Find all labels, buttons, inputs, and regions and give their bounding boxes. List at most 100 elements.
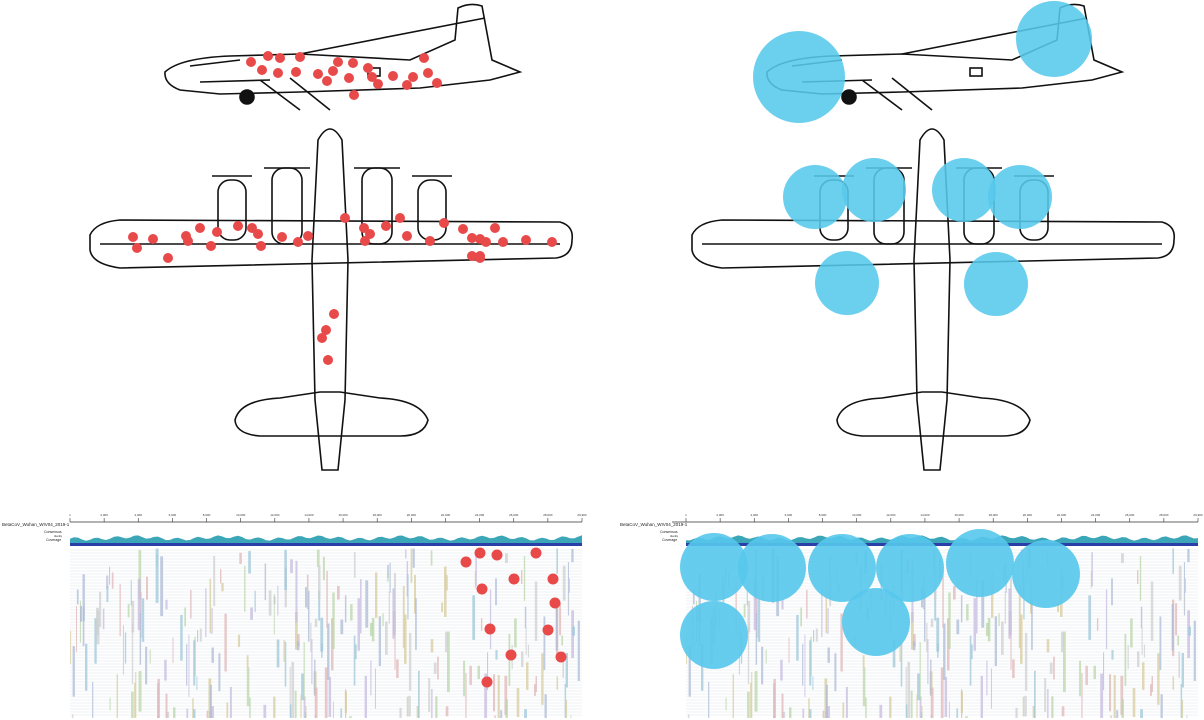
- read-stripe: [692, 589, 695, 605]
- read-stripe: [106, 575, 109, 589]
- read-stripe: [226, 702, 229, 718]
- ruler-tick-label: 1: [685, 513, 687, 517]
- read-stripe: [322, 556, 325, 581]
- armor-circle: [842, 588, 910, 656]
- read-stripe: [412, 548, 415, 568]
- read-stripe: [800, 607, 802, 627]
- hit-dot: [246, 57, 256, 67]
- read-stripe: [936, 617, 940, 652]
- ruler-tick-label: 2,000: [716, 513, 724, 517]
- read-stripe: [310, 622, 312, 652]
- ruler-tick-label: 18,000: [989, 513, 999, 517]
- read-stripe: [570, 715, 572, 718]
- coverage-label: Coverage: [46, 538, 61, 542]
- read-stripe: [1088, 595, 1092, 640]
- read-stripe: [1081, 673, 1083, 718]
- read-stripe: [70, 630, 72, 664]
- read-stripe: [489, 589, 492, 650]
- read-stripe: [788, 637, 790, 663]
- hit-dot: [328, 66, 338, 76]
- read-stripe: [186, 708, 189, 718]
- ruler-tick-label: 10,000: [852, 513, 862, 517]
- read-stripe: [301, 673, 304, 701]
- read-stripe: [1141, 627, 1143, 656]
- armor-circles: [680, 529, 1080, 669]
- read-stripe: [433, 662, 437, 674]
- read-stripe: [314, 618, 318, 627]
- read-stripe: [1010, 615, 1012, 670]
- read-stripe: [1100, 673, 1104, 718]
- read-stripe: [1079, 660, 1082, 697]
- armor-circle: [842, 158, 906, 222]
- ruler-tick-label: 2,000: [100, 513, 108, 517]
- read-stripe: [821, 588, 823, 638]
- read-stripe: [781, 599, 784, 610]
- read-stripe: [1015, 707, 1018, 718]
- read-stripe: [146, 576, 148, 600]
- read-stripe: [1177, 635, 1180, 646]
- read-stripe: [1140, 606, 1143, 629]
- read-stripe: [1186, 715, 1188, 718]
- armor-circle: [1012, 540, 1080, 608]
- read-stripe: [71, 714, 74, 718]
- ruler-tick-label: 6,000: [169, 513, 177, 517]
- read-stripe: [1150, 581, 1154, 641]
- hit-dot: [498, 237, 508, 247]
- armor-circle: [680, 533, 748, 601]
- read-stripe: [1001, 621, 1004, 655]
- read-stripe: [1178, 651, 1181, 678]
- read-stripe: [556, 676, 559, 690]
- read-stripe: [135, 671, 137, 718]
- read-stripe: [1143, 644, 1146, 658]
- hit-dot: [373, 79, 383, 89]
- sequence-name: BetaCoV_Wuhan_WIV04_2019-1: [620, 522, 688, 527]
- hit-dot: [317, 333, 327, 343]
- armor-circle: [946, 529, 1014, 597]
- read-stripe: [295, 560, 298, 623]
- hit-dot: [323, 355, 333, 365]
- ruler-tick-label: 14,000: [304, 513, 314, 517]
- hit-dot: [408, 72, 418, 82]
- read-stripe: [165, 599, 168, 610]
- read-stripe: [414, 574, 416, 614]
- read-stripe: [76, 605, 77, 653]
- hit-dot: [460, 556, 472, 568]
- read-stripe: [369, 623, 373, 636]
- read-stripe: [747, 600, 751, 633]
- read-stripe: [130, 580, 132, 606]
- read-stripe: [172, 637, 174, 663]
- read-stripe: [842, 702, 845, 718]
- coverage-label: Coverage: [662, 538, 677, 542]
- hit-dot: [349, 90, 359, 100]
- read-stripe: [1140, 709, 1143, 718]
- hit-dot: [128, 232, 138, 242]
- read-stripe: [314, 687, 318, 718]
- read-stripe: [109, 566, 111, 585]
- ruler-tick-label: 20,000: [1023, 513, 1033, 517]
- read-stripe: [249, 697, 251, 718]
- airplane-hits-panel: [0, 0, 602, 500]
- read-stripe: [750, 682, 752, 718]
- hit-dot: [333, 57, 343, 67]
- read-stripe: [809, 640, 812, 686]
- ruler-tick-label: 4,000: [135, 513, 143, 517]
- read-stripe: [1061, 631, 1064, 653]
- read-stripe: [505, 699, 508, 718]
- read-stripe: [990, 668, 992, 709]
- read-stripe: [213, 555, 216, 607]
- hit-dot: [490, 223, 500, 233]
- hit-dot: [521, 235, 531, 245]
- read-stripe: [480, 618, 483, 631]
- read-stripe: [827, 608, 829, 634]
- armor-circle: [964, 252, 1028, 316]
- read-stripe: [930, 659, 932, 696]
- read-stripe: [809, 709, 812, 718]
- armor-circle: [815, 251, 879, 315]
- read-stripe: [239, 552, 242, 564]
- read-stripe: [418, 670, 420, 718]
- ruler-tick-label: 12,000: [270, 513, 280, 517]
- read-stripe: [1172, 548, 1174, 574]
- read-stripe: [562, 651, 565, 678]
- read-stripe: [956, 619, 960, 635]
- armor-circle: [808, 534, 876, 602]
